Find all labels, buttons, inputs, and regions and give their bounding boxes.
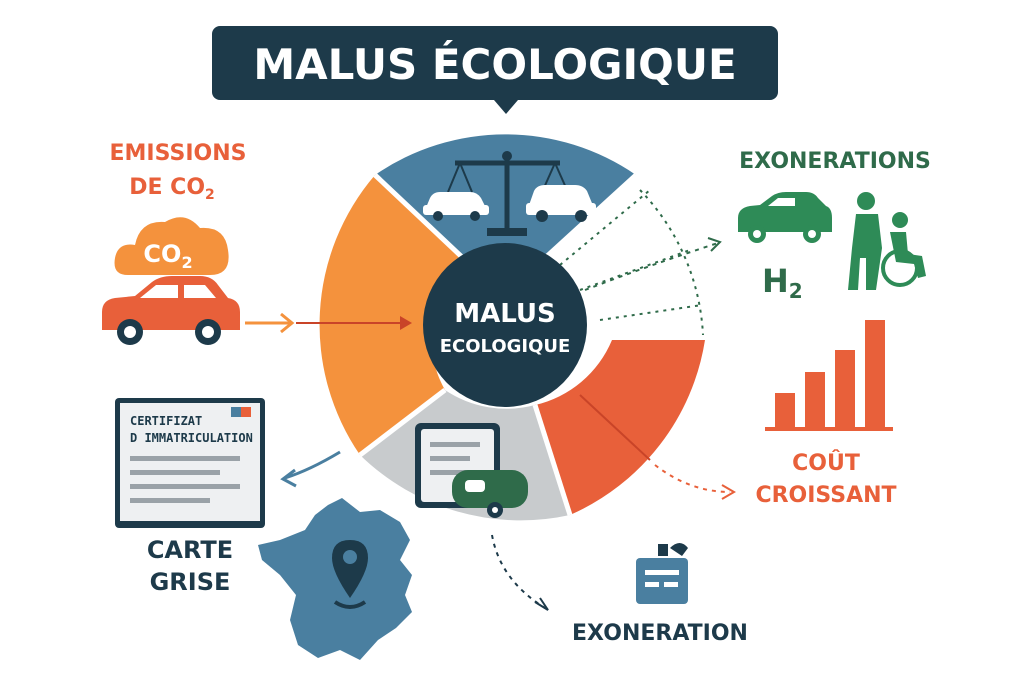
center-title-line1: MALUS (454, 299, 555, 329)
segment-exonerations (545, 175, 706, 340)
emissions-label-line1: EMISSIONS (110, 141, 247, 166)
title-banner: MALUS ÉCOLOGIQUE (212, 26, 778, 114)
cout-label-line1: COÛT (792, 450, 860, 476)
green-car-icon (738, 192, 832, 243)
large-car-icon (526, 185, 596, 222)
exoneration-label: EXONERATION (572, 621, 748, 646)
registration-card-icon (636, 543, 688, 604)
certificate-line1: CERTIFIZAT (130, 414, 202, 428)
carte-grise-line1: CARTE (147, 536, 233, 564)
registration-certificate-icon: CERTIFIZAT D IMMATRICULATION (115, 398, 265, 528)
exonerations-label: EXONERATIONS (739, 149, 931, 174)
balance-scale-icon (447, 151, 568, 236)
central-wheel: MALUS ECOLOGIQUE (296, 134, 706, 521)
exoneration-arrow (491, 534, 546, 609)
france-map-icon (258, 498, 412, 660)
page-title: MALUS ÉCOLOGIQUE (253, 39, 736, 89)
hydrogen-label: H2 (762, 262, 803, 303)
co2-cloud-text: CO2 (143, 240, 192, 272)
cout-label-line2: CROISSANT (755, 483, 896, 508)
bar-chart-icon (765, 320, 893, 431)
small-car-icon (423, 192, 489, 221)
carte-grise-arrow (284, 450, 341, 480)
center-title-line2: ECOLOGIQUE (440, 336, 571, 357)
certificate-line2: D IMMATRICULATION (130, 431, 253, 445)
caravan-icon (452, 470, 528, 518)
center-circle (423, 243, 587, 407)
car-icon (102, 276, 240, 345)
wheelchair-assistance-icon (848, 192, 926, 290)
carte-grise-line2: GRISE (150, 568, 231, 596)
co2-cloud-icon: CO2 (114, 217, 229, 275)
segment-emissions (319, 175, 463, 455)
cout-arrow (654, 464, 731, 493)
segment-cout (535, 340, 705, 515)
emissions-label-line2: DE CO2 (129, 175, 215, 203)
